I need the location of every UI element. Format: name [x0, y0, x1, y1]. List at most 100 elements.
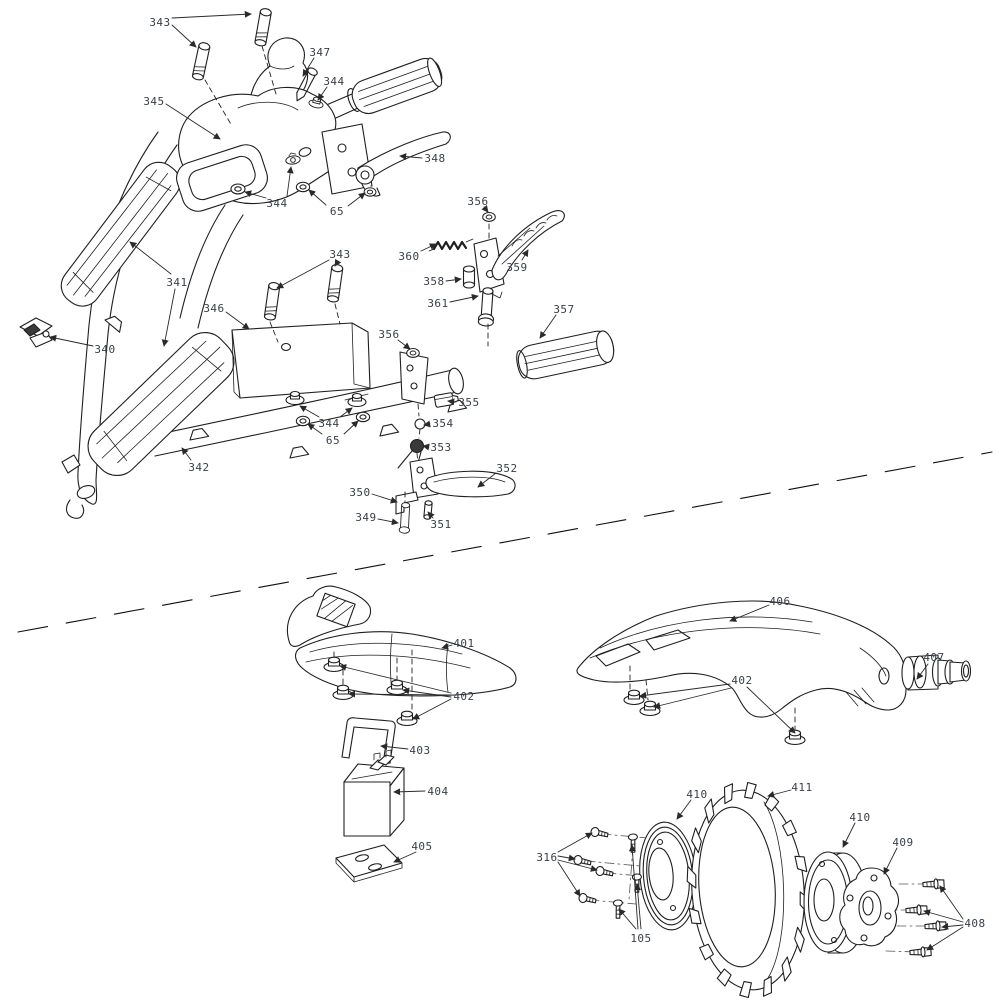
leader-line: [639, 683, 731, 699]
leader-line: [420, 243, 437, 252]
leader-line: [926, 926, 964, 951]
leader-line: [939, 885, 964, 920]
part-number-text: 360: [398, 250, 419, 263]
leader-line: [729, 604, 770, 622]
leader-line: [767, 789, 792, 798]
part-number-text: 340: [94, 343, 115, 356]
part-number-text: 406: [769, 595, 790, 608]
leader-line: [618, 908, 637, 930]
leader-line: [422, 443, 430, 451]
tire-lug: [762, 975, 773, 997]
tire-lug: [782, 819, 797, 837]
leader-line: [676, 799, 692, 820]
part-number-text: 411: [791, 781, 812, 794]
part-label-353: 353: [422, 441, 451, 454]
leader-line: [308, 189, 327, 206]
part-label-316: 316: [536, 832, 598, 897]
grip-357: [516, 330, 615, 380]
cover-406: [576, 600, 907, 731]
hub-409: [839, 867, 900, 947]
bolt-361: [477, 287, 495, 327]
leader-line: [393, 851, 417, 863]
battery-cover-assembly-art: [287, 585, 517, 883]
part-number-text: 352: [496, 462, 517, 475]
part-label-340: 340: [49, 334, 115, 356]
part-label-342: 342: [181, 447, 209, 474]
handle-assembly-art: [19, 7, 615, 534]
leader-line: [923, 909, 964, 923]
part-number-text: 344: [318, 417, 339, 430]
leader-line: [423, 420, 431, 428]
leader-line: [129, 241, 172, 275]
leader-line: [371, 493, 398, 504]
leader-line: [412, 698, 452, 720]
tire-lug: [744, 781, 757, 799]
tire-lug: [688, 907, 702, 925]
part-label-406: 406: [729, 595, 790, 622]
leader-line: [181, 447, 192, 461]
cover-401: [287, 585, 517, 715]
latch-bracket: [397, 351, 429, 471]
part-label-407: 407: [916, 651, 944, 680]
tire-lug: [723, 783, 734, 805]
part-number-text: 350: [349, 486, 370, 499]
part-label-348: 348: [399, 152, 445, 165]
part-number-text: 357: [553, 303, 574, 316]
leader-line: [842, 822, 856, 848]
part-label-410: 410: [676, 788, 707, 820]
tire-lug: [739, 981, 752, 999]
leader-line: [447, 398, 457, 406]
leader-line: [449, 293, 479, 303]
leader-line: [557, 854, 576, 862]
part-number-text: 346: [203, 302, 224, 315]
leader-line: [165, 103, 221, 140]
part-label-351: 351: [427, 511, 451, 531]
part-label-402: 402: [639, 674, 796, 734]
part-number-text: 355: [458, 396, 479, 409]
part-label-410: 410: [842, 811, 870, 848]
part-label-409: 409: [883, 836, 913, 875]
leader-line: [521, 249, 529, 261]
leader-line: [402, 687, 452, 698]
part-number-text: 349: [355, 511, 376, 524]
battery-404: [343, 749, 405, 837]
leader-line: [49, 334, 94, 347]
leader-line: [317, 86, 328, 101]
part-number-text: 105: [630, 932, 651, 945]
tire-lug: [704, 798, 715, 824]
part-label-360: 360: [398, 243, 437, 263]
lower-grip-pad: [87, 332, 235, 476]
upper-grip-pad: [60, 161, 181, 307]
nut-65: [295, 181, 311, 193]
part-number-text: 410: [849, 811, 870, 824]
leader-line: [481, 204, 489, 213]
part-number-text: 65: [330, 205, 344, 218]
leader-line: [445, 276, 462, 284]
leader-line: [441, 642, 453, 650]
leader-line: [171, 10, 252, 19]
part-label-357: 357: [539, 303, 574, 339]
leader-line: [244, 190, 267, 199]
nut-356: [406, 348, 420, 358]
leader-line: [539, 314, 557, 339]
part-number-text: 344: [323, 75, 344, 88]
part-label-65: 65: [308, 189, 366, 218]
leader-line: [557, 859, 598, 872]
part-number-text: 408: [964, 917, 985, 930]
nut-65: [355, 411, 371, 423]
construction-lines: [204, 45, 490, 503]
part-number-text: 405: [411, 840, 432, 853]
part-number-text: 354: [432, 417, 453, 430]
leader-line: [343, 420, 359, 435]
part-number-text: 65: [326, 434, 340, 447]
tire-411: [686, 781, 810, 999]
part-label-349: 349: [355, 511, 399, 526]
part-label-356: 356: [378, 328, 411, 350]
screw-347: [296, 67, 318, 102]
leader-line: [347, 192, 366, 207]
part-label-404: 404: [393, 785, 448, 798]
leader-line: [334, 258, 342, 267]
leader-line: [397, 339, 411, 350]
